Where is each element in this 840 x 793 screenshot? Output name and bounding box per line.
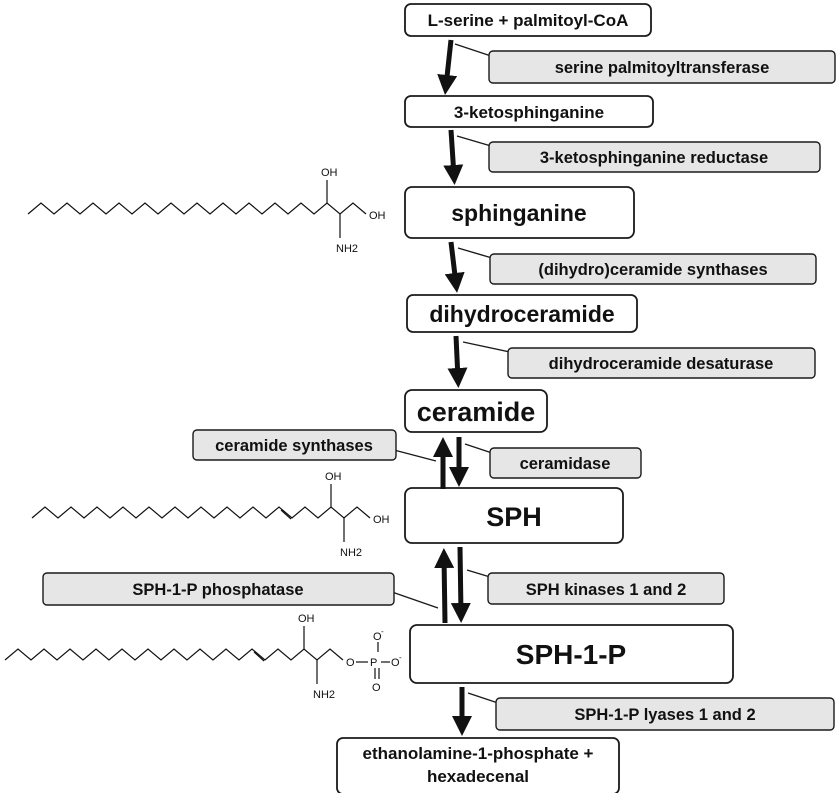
- metabolite-label: 3-ketosphinganine: [454, 103, 604, 122]
- arrow-ksr: [443, 129, 464, 185]
- sph-oh-top: OH: [325, 471, 342, 483]
- metabolite-label: dihydroceramide: [429, 301, 614, 327]
- sph-oh-end: OH: [373, 514, 390, 526]
- sph-1-p-charge-top: -: [381, 627, 384, 636]
- metabolite-3-ketosphinganine: 3-ketosphinganine: [404, 95, 654, 128]
- enzyme-dihydro-ceramide-synthases: (dihydro)ceramide synthases: [457, 247, 817, 285]
- sphinganine-oh-top: OH: [321, 167, 338, 179]
- sph-1-p-structure: OH NH2 O P O - O - O: [4, 613, 402, 701]
- metabolite-ceramide: ceramide: [404, 389, 548, 433]
- enzyme-label: ceramide synthases: [215, 437, 373, 455]
- sph-1-p-oh-top: OH: [298, 613, 315, 625]
- metabolite-label: L-serine + palmitoyl-CoA: [428, 11, 629, 30]
- enzyme-label: SPH kinases 1 and 2: [526, 581, 687, 599]
- enzyme-ceramidase: ceramidase: [464, 443, 642, 479]
- metabolite-label: ceramide: [417, 397, 536, 427]
- enzyme-sph-1-p-lyases: SPH-1-P lyases 1 and 2: [467, 692, 835, 731]
- enzyme-label: serine palmitoyltransferase: [555, 59, 770, 77]
- sph-1-p-phosphorus: P: [370, 657, 377, 669]
- enzyme-label: (dihydro)ceramide synthases: [538, 261, 767, 279]
- arrow-cers-dihydro: [444, 241, 465, 293]
- metabolite-label: SPH-1-P: [516, 639, 626, 670]
- sph-1-p-ester-o: O: [346, 657, 355, 669]
- sph-structure: OH OH NH2: [31, 471, 390, 559]
- enzyme-3-ketosphinganine-reductase: 3-ketosphinganine reductase: [456, 135, 821, 173]
- enzyme-label: SPH-1-P phosphatase: [132, 581, 303, 599]
- enzyme-label: 3-ketosphinganine reductase: [540, 149, 768, 167]
- metabolite-products: ethanolamine-1-phosphate + hexadecenal: [336, 737, 620, 793]
- arrow-sph1p-phosphatase: [434, 548, 455, 624]
- enzyme-label: ceramidase: [520, 455, 611, 473]
- sph-1-p-nh2: NH2: [313, 689, 335, 701]
- products-line-1: ethanolamine-1-phosphate +: [363, 744, 594, 763]
- metabolite-l-serine-palmitoyl-coa: L-serine + palmitoyl-CoA: [404, 3, 652, 37]
- metabolite-sph: SPH: [404, 487, 624, 544]
- enzyme-sph-1-p-phosphatase: SPH-1-P phosphatase: [42, 572, 439, 609]
- metabolite-sphinganine: sphinganine: [404, 186, 635, 239]
- sph-1-p-o-minus-right: O: [391, 657, 400, 669]
- arrow-desaturase: [447, 335, 468, 388]
- enzyme-serine-palmitoyltransferase: serine palmitoyltransferase: [454, 43, 836, 84]
- enzyme-label: dihydroceramide desaturase: [549, 355, 774, 373]
- sphinganine-oh-end: OH: [369, 210, 386, 222]
- enzyme-ceramide-synthases: ceramide synthases: [192, 429, 437, 462]
- products-line-2: hexadecenal: [427, 767, 529, 786]
- sph-1-p-charge-right: -: [399, 653, 402, 662]
- enzyme-label: SPH-1-P lyases 1 and 2: [574, 706, 755, 724]
- metabolite-dihydroceramide: dihydroceramide: [406, 294, 638, 333]
- arrow-spt: [437, 39, 458, 95]
- sph-nh2: NH2: [340, 547, 362, 559]
- metabolite-label: sphinganine: [451, 200, 586, 226]
- enzyme-sph-kinases: SPH kinases 1 and 2: [466, 569, 725, 605]
- enzyme-dihydroceramide-desaturase: dihydroceramide desaturase: [462, 341, 816, 379]
- metabolite-label: SPH: [486, 502, 542, 532]
- sph-1-p-o-double: O: [372, 682, 381, 694]
- sphinganine-nh2: NH2: [336, 243, 358, 255]
- metabolite-sph-1-p: SPH-1-P: [409, 624, 734, 684]
- sph-1-p-o-minus-top: O: [373, 631, 382, 643]
- arrow-sph-kinases: [450, 546, 471, 623]
- sphinganine-structure: OH OH NH2: [27, 167, 386, 255]
